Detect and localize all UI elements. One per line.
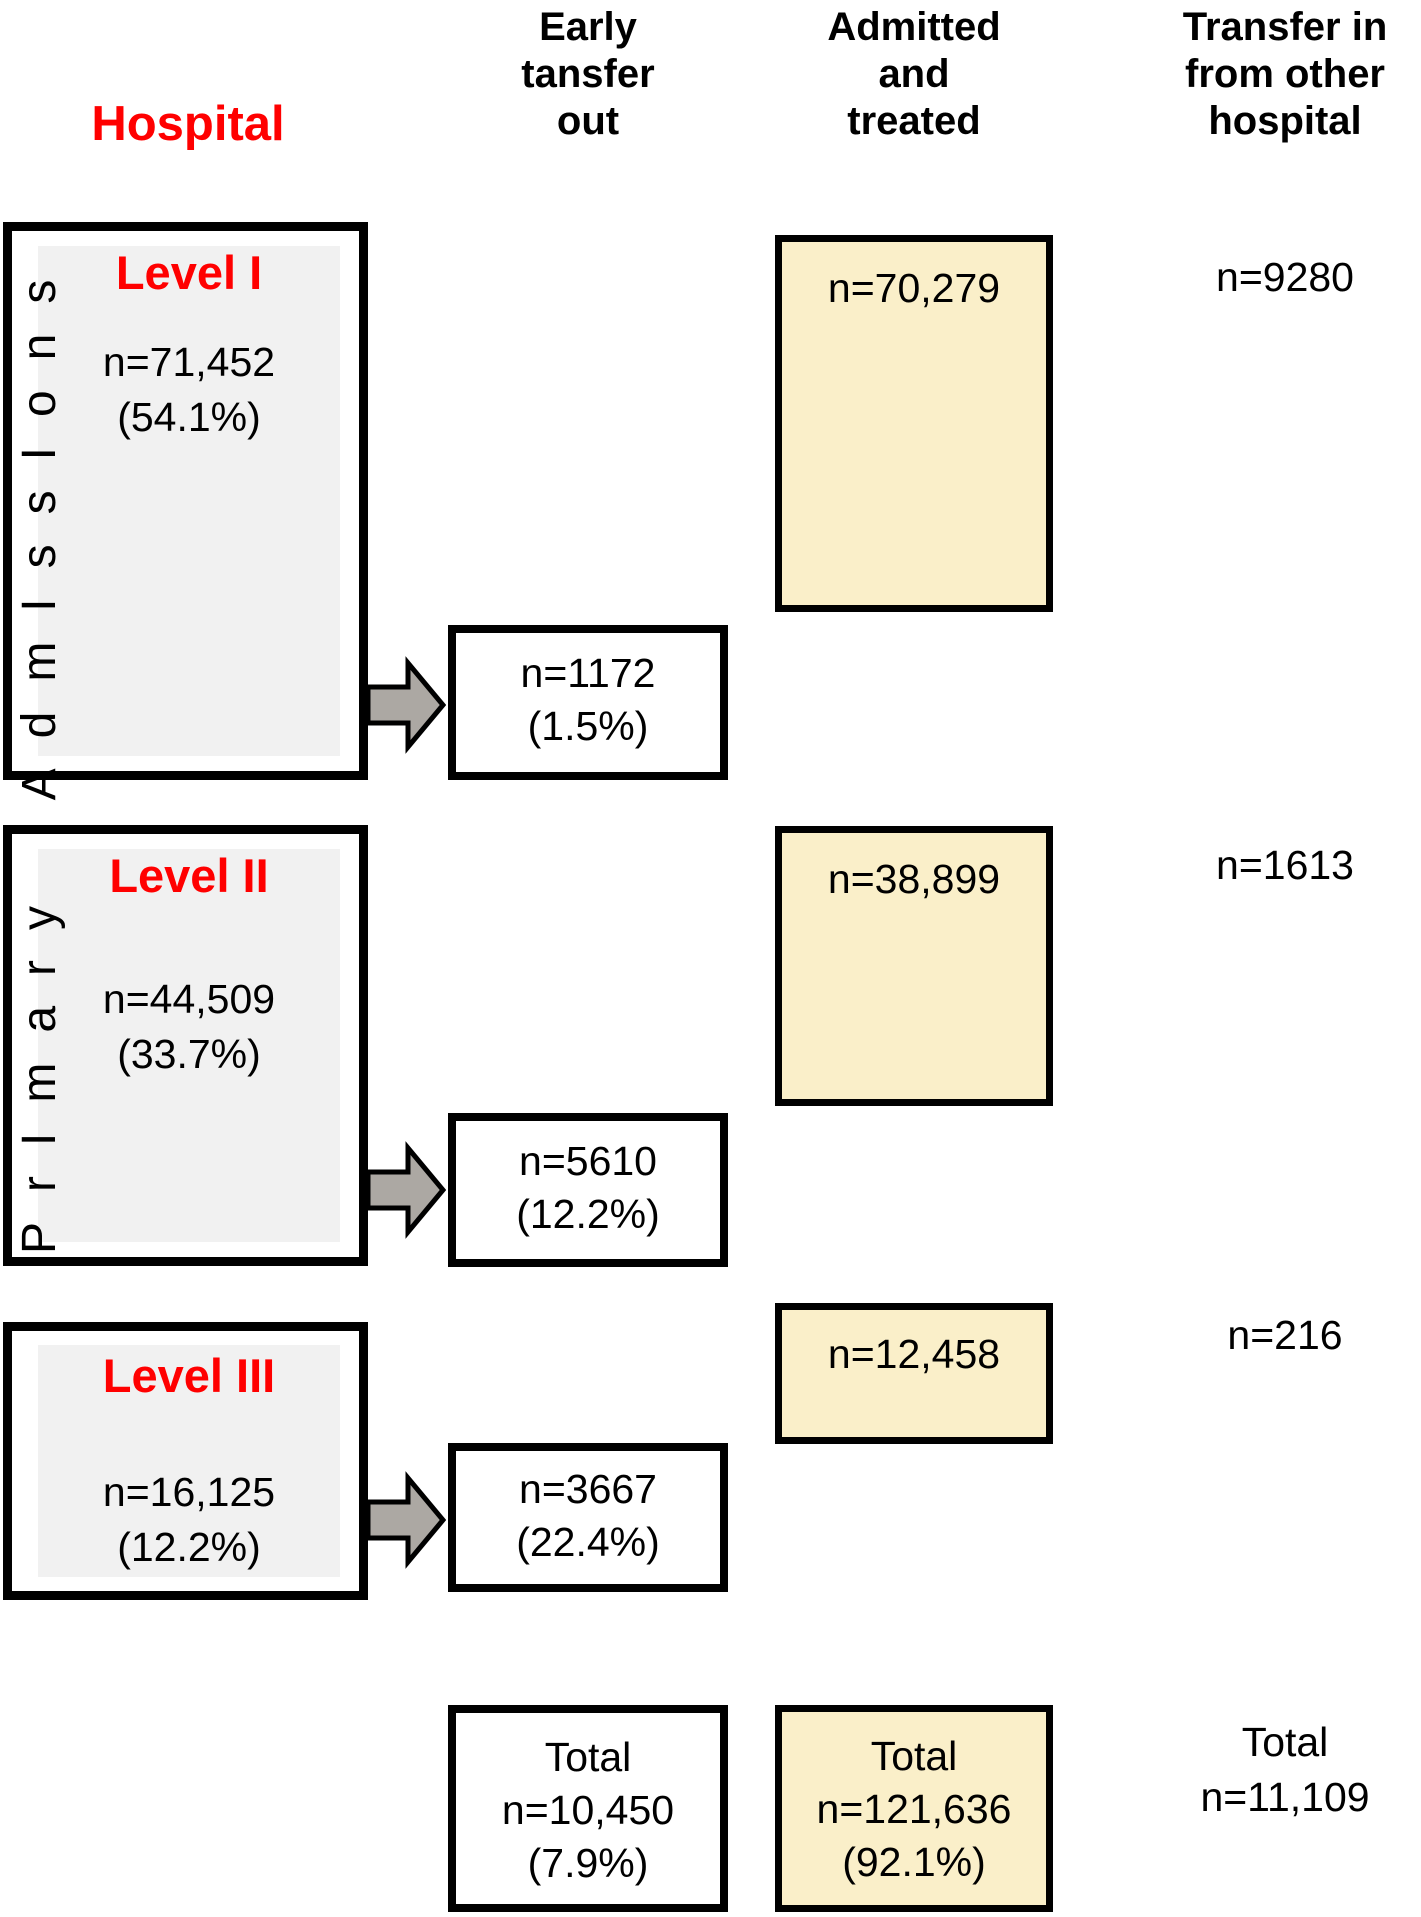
- total-transfer-out-box: Total n=10,450 (7.9%): [448, 1705, 728, 1912]
- flow-arrow-icon: [366, 1141, 446, 1239]
- admissions-axis-label: AdmIssIons: [13, 249, 66, 801]
- transfer-in-count-level-3: n=216: [1227, 1312, 1343, 1358]
- level-2-admissions-count: n=44,509: [102, 976, 276, 1022]
- transfer-in-header-line: Transfer in: [1182, 5, 1388, 49]
- early-transfer-out-header-line: Early: [539, 5, 637, 49]
- total-label: Total: [544, 1734, 632, 1780]
- hospital-box-level-2: [3, 825, 368, 1266]
- total-admitted-count: n=121,636: [816, 1786, 1012, 1832]
- admitted-treated-header: Admitted and treated: [775, 4, 1053, 145]
- transfer-in-header: Transfer in from other hospital: [1115, 4, 1421, 145]
- admitted-treated-header-line: and: [878, 52, 950, 96]
- total-transfer-out-count: n=10,450: [501, 1787, 675, 1833]
- early-transfer-out-header-line: tansfer: [521, 52, 655, 96]
- total-transfer-in-count: n=11,109: [1200, 1774, 1370, 1820]
- level-1-admissions-pct: (54.1%): [117, 394, 261, 440]
- admitted-treated-header-line: Admitted: [827, 5, 1001, 49]
- total-transfer-out-pct: (7.9%): [527, 1840, 649, 1886]
- hospital-box-level-1: [3, 222, 368, 780]
- admitted-treated-box-level-1: n=70,279: [775, 235, 1053, 612]
- level-2-admissions-pct: (33.7%): [117, 1031, 261, 1077]
- total-transfer-in: Total n=11,109: [1115, 1715, 1421, 1825]
- total-admitted-box: Total n=121,636 (92.1%): [775, 1705, 1053, 1912]
- flow-arrow-icon: [366, 656, 446, 754]
- admitted-treated-header-line: treated: [847, 99, 981, 143]
- hospital-box-level-3: [3, 1322, 368, 1600]
- total-admitted-pct: (92.1%): [842, 1839, 986, 1885]
- early-transfer-out-header: Early tansfer out: [448, 4, 728, 145]
- transfer-out-count: n=3667: [519, 1466, 657, 1512]
- level-3-admissions-pct: (12.2%): [117, 1524, 261, 1570]
- primary-axis-label: PrImary: [13, 876, 66, 1254]
- transfer-out-box-level-1: n=1172 (1.5%): [448, 625, 728, 780]
- level-1-title: Level I: [115, 246, 263, 299]
- transfer-out-pct: (22.4%): [516, 1519, 660, 1565]
- transfer-in-count-level-1: n=9280: [1216, 254, 1354, 300]
- transfer-out-box-level-3: n=3667 (22.4%): [448, 1443, 728, 1592]
- transfer-out-pct: (1.5%): [527, 703, 649, 749]
- transfer-in-header-line: hospital: [1208, 99, 1362, 143]
- admitted-treated-box-level-2: n=38,899: [775, 826, 1053, 1106]
- hospital-box-level-2-inset: [38, 849, 340, 1242]
- level-3-admissions-count: n=16,125: [102, 1469, 276, 1515]
- level-3-title: Level III: [102, 1349, 276, 1402]
- transfer-out-count: n=5610: [519, 1138, 657, 1184]
- transfer-out-count: n=1172: [520, 650, 656, 696]
- total-label: Total: [1241, 1719, 1329, 1765]
- flow-arrow-icon: [366, 1471, 446, 1569]
- hospital-column-header: Hospital: [91, 97, 285, 151]
- hospital-box-level-3-inset: [38, 1345, 340, 1577]
- transfer-out-box-level-2: n=5610 (12.2%): [448, 1113, 728, 1267]
- transfer-out-pct: (12.2%): [516, 1191, 660, 1237]
- early-transfer-out-header-line: out: [556, 99, 620, 143]
- transfer-in-count-level-2: n=1613: [1216, 842, 1354, 888]
- admitted-count: n=38,899: [827, 856, 1001, 902]
- level-1-admissions-count: n=71,452: [102, 339, 276, 385]
- admitted-count: n=70,279: [827, 265, 1001, 311]
- level-2-title: Level II: [109, 849, 269, 902]
- hospital-box-level-1-inset: [38, 246, 340, 756]
- transfer-in-header-line: from other: [1185, 52, 1385, 96]
- total-label: Total: [870, 1733, 958, 1779]
- admitted-count: n=12,458: [827, 1331, 1001, 1377]
- admitted-treated-box-level-3: n=12,458: [775, 1303, 1053, 1444]
